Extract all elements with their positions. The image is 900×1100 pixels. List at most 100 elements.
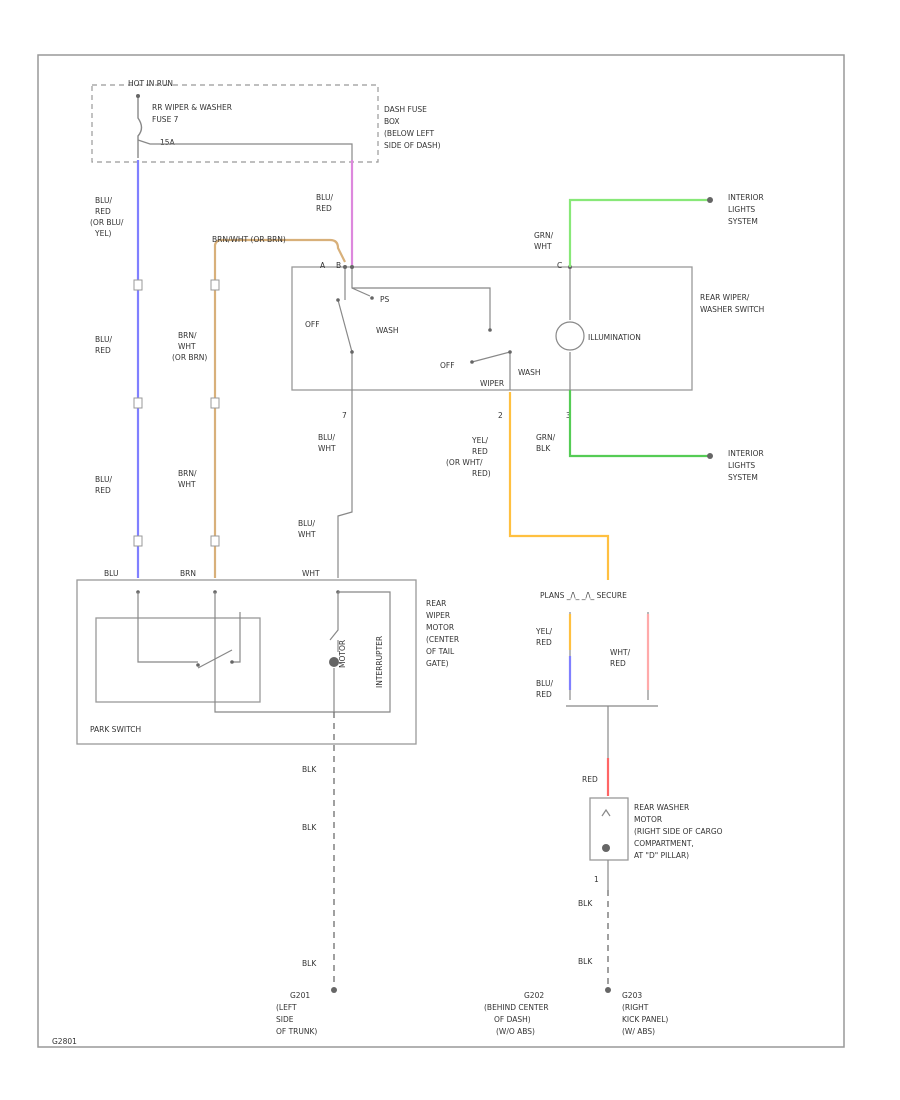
label-yel-a: YEL/ [471, 436, 488, 445]
fuse-box: HOT IN RUN RR WIPER & WASHER FUSE 7 15A … [91, 79, 441, 163]
switch-pin-a: A [320, 261, 326, 270]
motor-title-e: OF TAIL [426, 647, 455, 656]
label-mid-top-b: RED [316, 204, 332, 213]
g201-label: G201 [290, 991, 310, 1000]
label-mid-top-a: BLU/ [316, 193, 333, 202]
switch-wash-1: WASH [376, 326, 399, 335]
switch-ps: PS [380, 295, 390, 304]
label-brn-1c: (OR BRN) [172, 353, 207, 362]
motor-title-f: GATE) [426, 659, 449, 668]
g203-loc-3: (W/ ABS) [622, 1027, 655, 1036]
label-brn-top: BRN/WHT (OR BRN) [212, 235, 286, 244]
switch-title-a: REAR WIPER/ [700, 293, 750, 302]
label-mid-1b: WHT [318, 444, 336, 453]
washer-motor-line5: AT "D" PILLAR) [634, 851, 689, 860]
label-yel-d: RED) [472, 469, 491, 478]
label-brn-1a: BRN/ [178, 331, 197, 340]
g202-loc-2: OF DASH) [494, 1015, 531, 1024]
washer-motor-pin-1: 1 [594, 875, 599, 884]
label-blk-4: BLK [578, 899, 593, 908]
label-mid-2a: BLU/ [298, 519, 315, 528]
label-brn-2b: WHT [178, 480, 196, 489]
motor-title-c: MOTOR [426, 623, 454, 632]
lights-bot-a: INTERIOR [728, 449, 764, 458]
label-red: RED [582, 775, 598, 784]
rear-wiper-washer-switch: A B C OFF PS WASH OFF WASH WIPER ILLUMIN… [291, 261, 764, 420]
wire-grn-blk [568, 390, 708, 458]
motor-title-a: REAR [426, 599, 446, 608]
switch-illumination: ILLUMINATION [588, 333, 641, 342]
fuse-box-line3: (BELOW LEFT [384, 129, 435, 138]
hot-in-run-label: HOT IN RUN [128, 79, 173, 88]
washer-conn-yel-a: YEL/ [535, 627, 552, 636]
fuse-amp-label: 15A [160, 138, 176, 147]
illumination-lamp-icon [555, 321, 585, 351]
label-left-1b: RED [95, 207, 111, 216]
washer-motor-line4: COMPARTMENT, [634, 839, 694, 848]
diagram-frame [37, 54, 845, 1048]
switch-pin-7: 7 [342, 411, 347, 420]
wire-brn-wht [213, 238, 346, 578]
lights-top-a: INTERIOR [728, 193, 764, 202]
motor-title-b: WIPER [426, 611, 450, 620]
label-yel-c: (OR WHT/ [446, 458, 483, 467]
label-left-1c: (OR BLU/ [90, 218, 124, 227]
label-blk-3: BLK [302, 959, 317, 968]
g202-label: G202 [524, 991, 544, 1000]
label-blk-1: BLK [302, 765, 317, 774]
label-grn-blk-a: GRN/ [536, 433, 556, 442]
switch-off-2: OFF [440, 361, 455, 370]
diagram-code: G2801 [52, 1037, 77, 1046]
wire-grn-wht [568, 198, 708, 267]
label-brn-2a: BRN/ [178, 469, 197, 478]
label-grn-blk-b: BLK [536, 444, 551, 453]
g203-loc-2: KICK PANEL) [622, 1015, 668, 1024]
g203-label: G203 [622, 991, 642, 1000]
washer-conn-blu-b: RED [536, 690, 552, 699]
label-yel-b: RED [472, 447, 488, 456]
g201-loc-3: OF TRUNK) [276, 1027, 317, 1036]
label-left-2a: BLU/ [95, 335, 112, 344]
motor-title-d: (CENTER [426, 635, 459, 644]
interrupter-label: INTERRUPTER [375, 636, 384, 688]
label-blk-2: BLK [302, 823, 317, 832]
park-switch-label: PARK SWITCH [90, 725, 141, 734]
motor-label: MOTOR [338, 640, 347, 668]
lights-top-b: LIGHTS [728, 205, 755, 214]
switch-wash-2: WASH [518, 368, 541, 377]
switch-wiper: WIPER [480, 379, 504, 388]
label-left-2b: RED [95, 346, 111, 355]
switch-title-b: WASHER SWITCH [700, 305, 764, 314]
label-left-3a: BLU/ [95, 475, 112, 484]
switch-pin-2: 2 [498, 411, 503, 420]
wire-yel-red [508, 392, 610, 580]
label-blk-5: BLK [578, 957, 593, 966]
label-blu-at-box: BLU [104, 569, 118, 578]
label-brn-1b: WHT [178, 342, 196, 351]
switch-pin-3: 3 [566, 411, 571, 420]
rear-washer-motor: REAR WASHER MOTOR (RIGHT SIDE OF CARGO C… [589, 797, 723, 884]
lights-bot-c: SYSTEM [728, 473, 758, 482]
washer-conn-label: PLANS _/\_ _/\_ SECURE [540, 591, 627, 600]
washer-motor-icon [602, 844, 610, 852]
lights-top-c: SYSTEM [728, 217, 758, 226]
switch-pin-c: C [557, 261, 562, 270]
lights-bot-b: LIGHTS [728, 461, 755, 470]
switch-pin-b: B [336, 261, 341, 270]
fuse-box-line4: SIDE OF DASH) [384, 141, 441, 150]
washer-conn-blu-a: BLU/ [536, 679, 553, 688]
rear-wiper-motor: PARK SWITCH MOTOR INTERRUPTER REAR WIPER… [76, 579, 459, 745]
washer-connector: PLANS _/\_ _/\_ SECURE YEL/ RED BLU/ RED… [535, 591, 658, 718]
label-wht-at-box: WHT [302, 569, 320, 578]
fuse-box-line2: BOX [384, 117, 400, 126]
washer-motor-line3: (RIGHT SIDE OF CARGO [634, 827, 723, 836]
fuse-box-line1: DASH FUSE [384, 105, 427, 114]
label-left-3b: RED [95, 486, 111, 495]
g201-loc-1: (LEFT [276, 1003, 297, 1012]
label-left-1a: BLU/ [95, 196, 112, 205]
washer-motor-line1: REAR WASHER [634, 803, 689, 812]
g201-loc-2: SIDE [276, 1015, 294, 1024]
label-grn-wht-b: WHT [534, 242, 552, 251]
label-left-1d: YEL) [94, 229, 111, 238]
